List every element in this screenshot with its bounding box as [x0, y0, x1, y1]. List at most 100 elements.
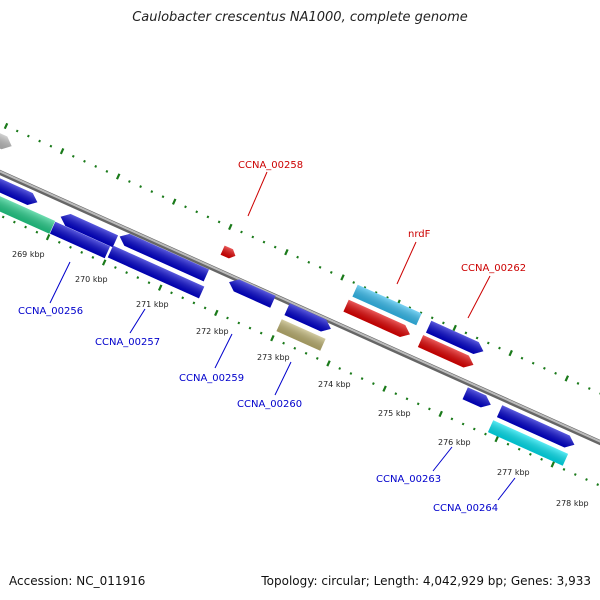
outer-ruler-minor-tick: [150, 190, 154, 194]
gene-label-ccna-00259[interactable]: CCNA_00259: [179, 373, 244, 384]
gene-nrdf[interactable]: [343, 299, 412, 341]
inner-ruler-minor-tick: [237, 321, 241, 325]
outer-ruler-minor-tick: [442, 321, 445, 325]
tick-label-273: 273 kbp: [257, 353, 290, 362]
gene-nrdf-cyan[interactable]: [352, 284, 422, 326]
inner-ruler-minor-tick: [338, 367, 342, 370]
gene-ccna-00264-blue[interactable]: [496, 405, 577, 450]
inner-ruler-minor-tick: [428, 407, 431, 411]
gene-ccna-00255-a-shading: [0, 171, 38, 205]
inner-ruler-major-tick: [157, 284, 163, 291]
gene-grey-partial[interactable]: [0, 127, 15, 152]
gene-ccna-00258[interactable]: [220, 245, 238, 261]
gene-ccna-00260-blue[interactable]: [284, 303, 333, 335]
outer-ruler-major-tick: [340, 274, 345, 281]
gene-ccna-00257-upper[interactable]: [117, 231, 209, 282]
callout-line-ccna-00259: [214, 333, 233, 369]
inner-ruler-minor-tick: [80, 250, 84, 254]
gene-ccna-00264[interactable]: [487, 420, 569, 466]
outer-ruler-minor-tick: [251, 235, 255, 239]
inner-ruler-major-tick: [438, 410, 443, 418]
outer-ruler-minor-tick: [352, 281, 356, 284]
inner-ruler-minor-tick: [562, 467, 566, 471]
outer-ruler-minor-tick: [296, 255, 299, 259]
outer-ruler-major-tick: [115, 173, 121, 180]
tick-label-278: 278 kbp: [556, 499, 589, 508]
outer-ruler-minor-tick: [49, 144, 53, 148]
gene-label-ccna-00260[interactable]: CCNA_00260: [237, 399, 302, 410]
gene-ccna-00255-a[interactable]: [0, 171, 40, 208]
inner-ruler-minor-tick: [315, 356, 319, 360]
tick-label-274: 274 kbp: [318, 380, 351, 389]
outer-ruler-minor-tick: [554, 371, 557, 375]
outer-ruler-minor-tick: [498, 346, 501, 350]
inner-ruler-minor-tick: [192, 301, 196, 305]
inner-ruler-minor-tick: [529, 452, 532, 456]
outer-ruler-minor-tick: [184, 205, 187, 209]
gene-ccna-00262-blue-shading: [425, 320, 484, 354]
gene-ccna-00262-blue[interactable]: [425, 320, 486, 357]
callout-line-ccna-00262: [467, 275, 491, 319]
gene-label-nrdf[interactable]: nrdF: [408, 229, 431, 240]
gene-label-ccna-00257[interactable]: CCNA_00257: [95, 337, 160, 348]
gene-label-ccna-00262[interactable]: CCNA_00262: [461, 263, 526, 274]
outer-ruler-minor-tick: [475, 336, 479, 340]
inner-ruler-major-tick: [45, 234, 51, 241]
genome-summary-text: Topology: circular; Length: 4,042,929 bp…: [261, 574, 591, 588]
outer-ruler-minor-tick: [486, 341, 490, 345]
outer-ruler-minor-tick: [27, 134, 30, 138]
gene-ccna-00256[interactable]: [49, 221, 111, 259]
outer-ruler-minor-tick: [273, 245, 277, 249]
outer-ruler-minor-tick: [240, 230, 243, 234]
inner-ruler: [1, 215, 600, 487]
gene-ccna-00256-upper[interactable]: [58, 211, 119, 248]
tick-label-269: 269 kbp: [12, 250, 45, 259]
outer-ruler-minor-tick: [318, 265, 322, 269]
tick-label-276: 276 kbp: [438, 438, 471, 447]
tick-label-270: 270 kbp: [75, 275, 108, 284]
inner-ruler-minor-tick: [91, 255, 95, 259]
outer-ruler-minor-tick: [531, 361, 535, 365]
gene-ccna-00257[interactable]: [107, 245, 205, 299]
gene-ccna-00259[interactable]: [226, 276, 276, 308]
inner-ruler-minor-tick: [540, 457, 543, 461]
callout-line-ccna-00257: [129, 308, 146, 334]
gene-ccna-00264-blue-shading: [496, 405, 575, 448]
gene-ccna-00262[interactable]: [417, 335, 476, 371]
inner-ruler-minor-tick: [596, 483, 600, 487]
inner-ruler-minor-tick: [35, 230, 39, 234]
inner-ruler-minor-tick: [573, 473, 577, 476]
gene-label-ccna-00263[interactable]: CCNA_00263: [376, 474, 441, 485]
gene-label-ccna-00264[interactable]: CCNA_00264: [433, 503, 498, 514]
outer-ruler: [3, 122, 600, 395]
map-title: Caulobacter crescentus NA1000, complete …: [132, 10, 468, 25]
gene-label-ccna-00258[interactable]: CCNA_00258: [238, 160, 303, 171]
outer-ruler-major-tick: [452, 324, 457, 332]
outer-ruler-major-tick: [508, 349, 513, 357]
gene-label-ccna-00256[interactable]: CCNA_00256: [18, 306, 83, 317]
inner-ruler-major-tick: [382, 385, 387, 392]
tick-label-272: 272 kbp: [196, 327, 229, 336]
gene-ccna-00260-blue-shading: [284, 303, 331, 332]
callout-line-nrdf: [396, 241, 417, 285]
inner-ruler-minor-tick: [360, 377, 364, 381]
inner-ruler-minor-tick: [461, 422, 465, 426]
inner-ruler-minor-tick: [450, 417, 454, 421]
inner-ruler-minor-tick: [136, 276, 140, 280]
gene-ccna-00255-b[interactable]: [0, 190, 56, 234]
outer-ruler-minor-tick: [71, 154, 75, 158]
inner-ruler-minor-tick: [304, 351, 308, 355]
tick-label-271: 271 kbp: [136, 300, 169, 309]
gene-ccna-00256-upper-shading: [60, 214, 119, 248]
outer-ruler-major-tick: [228, 223, 233, 231]
outer-ruler-minor-tick: [128, 180, 131, 183]
tick-label-275: 275 kbp: [378, 409, 411, 418]
inner-ruler-minor-tick: [506, 442, 510, 446]
gene-ccna-00263[interactable]: [462, 387, 494, 410]
inner-ruler-major-tick: [326, 360, 331, 367]
gene-ccna-00263-shading: [462, 387, 491, 408]
inner-ruler-minor-tick: [57, 240, 61, 244]
gene-ccna-00260[interactable]: [276, 319, 326, 351]
inner-ruler-minor-tick: [114, 266, 117, 269]
inner-ruler-major-tick: [494, 435, 499, 443]
